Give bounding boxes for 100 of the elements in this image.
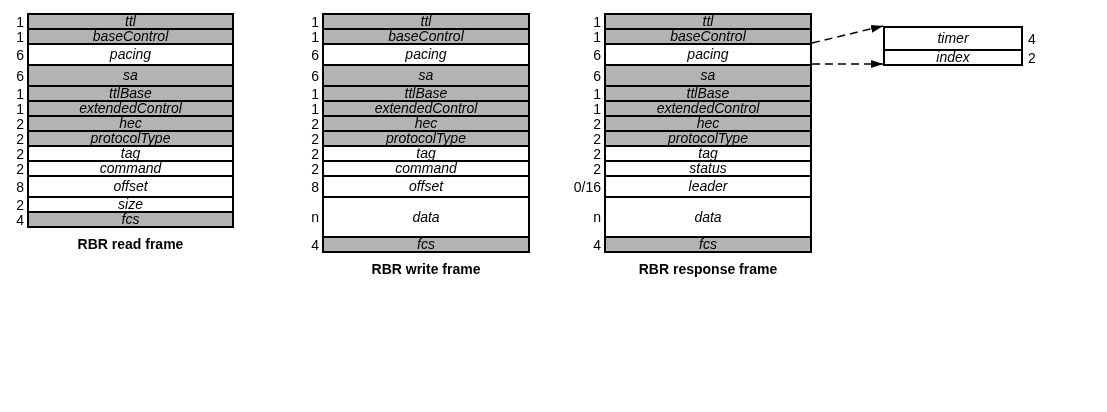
field-size: 4 bbox=[1028, 30, 1036, 47]
field-size: 8 bbox=[311, 178, 319, 195]
field-name: hec bbox=[414, 116, 438, 131]
field-size: 4 bbox=[311, 236, 319, 253]
field-box bbox=[27, 211, 234, 228]
field-box bbox=[322, 43, 530, 66]
field-name: ttl bbox=[420, 14, 432, 29]
field-size: 2 bbox=[16, 160, 24, 177]
field-box bbox=[883, 49, 1023, 66]
field-size: 2 bbox=[311, 130, 319, 147]
field-size: 8 bbox=[16, 178, 24, 195]
field-size: 1 bbox=[16, 28, 24, 45]
field-size: 1 bbox=[593, 85, 601, 102]
field-name: fcs bbox=[121, 212, 140, 227]
field-name: baseControl bbox=[92, 29, 169, 44]
field-name: sa bbox=[418, 68, 434, 83]
field-box bbox=[883, 26, 1023, 51]
field-name: status bbox=[689, 161, 727, 176]
field-name: protocolType bbox=[90, 131, 171, 146]
field-size: 2 bbox=[593, 145, 601, 162]
field-box bbox=[604, 43, 812, 66]
field-size: 6 bbox=[16, 67, 24, 84]
field-name: baseControl bbox=[388, 29, 464, 44]
field-size: 1 bbox=[311, 13, 319, 30]
dashed-arrow bbox=[811, 23, 884, 44]
field-name: index bbox=[936, 50, 970, 65]
field-box bbox=[27, 64, 234, 87]
field-size: n bbox=[593, 209, 601, 225]
field-box bbox=[604, 175, 812, 198]
field-name: baseControl bbox=[670, 29, 746, 44]
field-name: sa bbox=[123, 68, 138, 83]
field-name: data bbox=[694, 209, 722, 225]
field-name: sa bbox=[700, 68, 716, 83]
field-name: ttlBase bbox=[109, 86, 152, 101]
field-size: 1 bbox=[16, 100, 24, 117]
field-size: 6 bbox=[311, 46, 319, 63]
frame-title: RBR read frame bbox=[76, 236, 185, 252]
field-size: 4 bbox=[16, 211, 24, 228]
field-box bbox=[322, 175, 530, 198]
field-name: ttl bbox=[702, 14, 714, 29]
field-size: 2 bbox=[16, 196, 24, 213]
field-size: 6 bbox=[593, 46, 601, 63]
field-box bbox=[604, 236, 812, 253]
field-box bbox=[322, 236, 530, 253]
field-name: command bbox=[395, 161, 457, 176]
field-name: fcs bbox=[699, 237, 717, 252]
field-size: 4 bbox=[593, 236, 601, 253]
field-box bbox=[322, 64, 530, 87]
field-name: hec bbox=[119, 116, 142, 131]
field-size: 1 bbox=[593, 28, 601, 45]
field-name: protocolType bbox=[386, 131, 466, 146]
field-size: 2 bbox=[593, 130, 601, 147]
field-size: 2 bbox=[311, 115, 319, 132]
field-size: n bbox=[311, 209, 319, 225]
field-name: pacing bbox=[109, 47, 152, 62]
field-size: 2 bbox=[16, 130, 24, 147]
field-size: 6 bbox=[311, 67, 319, 84]
field-box bbox=[27, 43, 234, 66]
field-name: extendedControl bbox=[374, 101, 478, 116]
frame-title: RBR response frame bbox=[637, 261, 779, 277]
field-size: 2 bbox=[16, 115, 24, 132]
dashed-arrow bbox=[811, 60, 884, 68]
field-name: protocolType bbox=[668, 131, 748, 146]
field-size: 6 bbox=[16, 46, 24, 63]
field-name: fcs bbox=[417, 237, 435, 252]
field-size: 1 bbox=[16, 85, 24, 102]
field-size: 1 bbox=[311, 100, 319, 117]
field-box bbox=[27, 175, 234, 198]
field-size: 2 bbox=[16, 145, 24, 162]
field-name: extendedControl bbox=[79, 101, 182, 116]
field-name: ttl bbox=[125, 14, 136, 29]
field-name: pacing bbox=[405, 47, 447, 62]
field-box bbox=[604, 196, 812, 238]
field-size: 1 bbox=[311, 28, 319, 45]
field-size: 1 bbox=[16, 13, 24, 30]
field-size: 2 bbox=[593, 160, 601, 177]
field-name: offset bbox=[408, 179, 444, 194]
frame-title: RBR write frame bbox=[370, 261, 482, 277]
field-size: 0/16 bbox=[573, 178, 601, 195]
field-box bbox=[322, 196, 530, 238]
field-size: 1 bbox=[311, 85, 319, 102]
field-name: pacing bbox=[687, 47, 729, 62]
field-name: tag bbox=[120, 146, 141, 161]
field-size: 2 bbox=[1028, 49, 1036, 66]
field-name: extendedControl bbox=[656, 101, 760, 116]
field-name: ttlBase bbox=[404, 86, 448, 101]
field-size: 2 bbox=[593, 115, 601, 132]
field-size: 2 bbox=[311, 145, 319, 162]
field-name: offset bbox=[113, 179, 148, 194]
field-name: ttlBase bbox=[686, 86, 730, 101]
field-box bbox=[604, 64, 812, 87]
field-size: 1 bbox=[593, 13, 601, 30]
field-name: size bbox=[118, 197, 143, 212]
field-name: command bbox=[99, 161, 162, 176]
field-size: 1 bbox=[593, 100, 601, 117]
field-size: 2 bbox=[311, 160, 319, 177]
field-name: data bbox=[412, 209, 440, 225]
field-name: hec bbox=[696, 116, 720, 131]
field-name: leader bbox=[688, 179, 728, 194]
field-size: 6 bbox=[593, 67, 601, 84]
